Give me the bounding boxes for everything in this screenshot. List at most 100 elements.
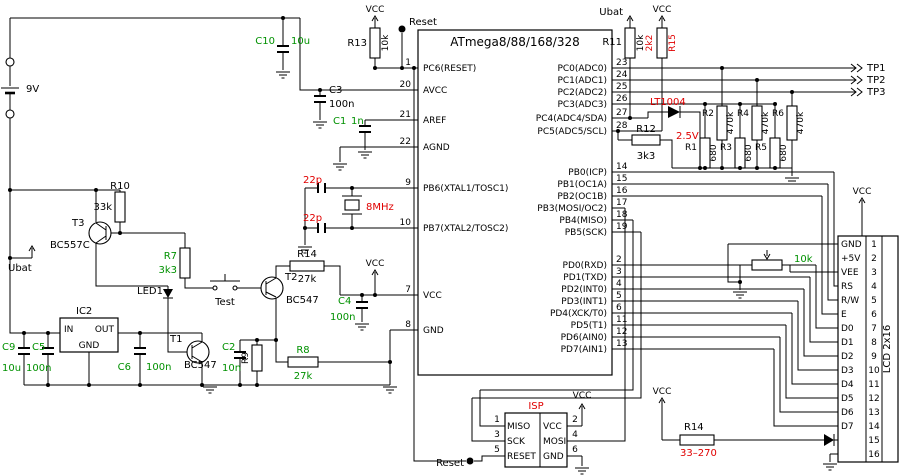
tp1-label: TP1	[866, 63, 886, 74]
vref-label: 2.5V	[676, 131, 699, 142]
mcu-pin-number: 7	[405, 285, 411, 295]
supply-arrowheads	[28, 15, 866, 410]
junction-dot	[22, 331, 26, 335]
ground-symbol	[823, 463, 837, 471]
r13-value: 10k	[381, 34, 391, 51]
wiring-left	[9, 17, 505, 462]
lcd-pin-number: 2	[871, 254, 877, 264]
led1-diode	[163, 289, 173, 298]
transistor-t1-leads	[191, 341, 203, 363]
lcd-pin-number: 11	[868, 380, 879, 390]
isp-pin-label: GND	[543, 452, 564, 462]
test-button-contact	[212, 285, 218, 291]
r7-value: 3k3	[158, 265, 177, 276]
ubat-label: Ubat	[599, 7, 623, 18]
lcd-pin-label: D3	[841, 366, 854, 376]
isp-pin-number: 2	[572, 415, 578, 425]
junction-dot	[200, 383, 204, 387]
c1-value: 1n	[351, 116, 364, 127]
junction-dot	[87, 383, 91, 387]
transistor-t2-leads	[265, 277, 277, 298]
tp2-label: TP2	[866, 75, 886, 86]
lcd-pin-number: 6	[871, 310, 877, 320]
c6-ref: C6	[118, 362, 131, 373]
r8-value: 27k	[294, 371, 313, 382]
isp-pin-number: 5	[494, 445, 500, 455]
junction-dot	[303, 226, 307, 230]
isp-connector-body	[504, 412, 568, 468]
mcu-pin-number: 17	[616, 198, 627, 208]
resistor-r10	[114, 191, 126, 223]
resistor-r12	[631, 134, 661, 146]
ground-symbol	[355, 323, 369, 331]
junction-dot	[738, 166, 742, 170]
c2-value: 10n	[222, 363, 241, 374]
mcu-pin-label: PB3(MOSI/OC2)	[537, 204, 607, 214]
r12-value: 3k3	[637, 151, 656, 162]
junction-dot	[616, 129, 620, 133]
junction-dot	[738, 102, 742, 106]
t2-ref: T2	[284, 272, 297, 283]
r4-value: 470k	[761, 111, 771, 134]
lcd-pin-label: VEE	[841, 268, 859, 278]
r14b-ref: R14	[684, 422, 704, 433]
r4-ref: R4	[737, 109, 749, 119]
r10-ref: R10	[110, 181, 130, 192]
junction-dot	[138, 383, 142, 387]
r11-value: 10k	[636, 34, 646, 51]
c10-ref: C10	[255, 36, 275, 47]
mcu-pin-number: 3	[616, 267, 622, 277]
lcd-pin-label: D1	[841, 338, 854, 348]
lcd-pin-number: 4	[871, 282, 877, 292]
lcd-pin-label: D7	[841, 422, 854, 432]
mcu-pin-label: PD3(INT1)	[561, 297, 607, 307]
isp-title: ISP	[528, 401, 543, 412]
junction-dot	[350, 226, 354, 230]
mcu-pin-label: GND	[423, 326, 444, 336]
mcu-pin-label: PC3(ADC3)	[557, 100, 607, 110]
mcu-pin-number: 25	[616, 82, 627, 92]
mcu-pin-label: VCC	[423, 291, 442, 301]
ground-symbol	[733, 291, 747, 299]
backlight-led	[824, 434, 834, 446]
lcd-pin-number: 9	[871, 352, 877, 362]
r6-value: 470k	[796, 111, 806, 134]
mcu-pin-number: 23	[616, 58, 627, 68]
junction-dot	[400, 66, 404, 70]
lcd-pin-number: 8	[871, 338, 877, 348]
ground-symbol	[203, 386, 217, 394]
reset-terminal-top	[398, 25, 406, 33]
t3-ref: T3	[71, 218, 84, 229]
xtal-c1-value: 22p	[303, 175, 322, 186]
junction-dot	[350, 186, 354, 190]
lcd-pin-label: GND	[841, 240, 862, 250]
resistor-r14a	[289, 260, 325, 272]
r12-ref: R12	[636, 124, 656, 135]
c1-ref: C1	[333, 116, 346, 127]
lt1004-diode	[668, 106, 680, 118]
mcu-pin-label: PC2(ADC2)	[557, 88, 607, 98]
r8-ref: R8	[296, 345, 309, 356]
r2-value: 470k	[726, 111, 736, 134]
junction-dot	[738, 280, 742, 284]
ground-symbol	[333, 163, 347, 171]
lcd-pin-label: D6	[841, 408, 854, 418]
mcu-pin-number: 26	[616, 94, 628, 104]
lcd-pin-number: 14	[868, 422, 880, 432]
mcu-pin-number: 6	[616, 303, 622, 313]
mcu-pin-label: PD2(INT0)	[561, 285, 607, 295]
t1-type: BC547	[184, 360, 217, 371]
mcu-pin-number: 20	[400, 80, 412, 90]
c3-ref: C3	[329, 85, 342, 96]
mcu-pin-label: PD4(XCK/T0)	[550, 309, 607, 319]
lcd-name: LCD 2x16	[882, 325, 893, 373]
mcu-body	[417, 29, 613, 376]
mcu-pin-label: PD1(TXD)	[563, 273, 607, 283]
mcu-pin-number: 1	[405, 58, 411, 68]
c4-ref: C4	[338, 296, 351, 307]
junction-dot	[118, 231, 122, 235]
r5-value: 680	[779, 144, 789, 161]
resistor-r15	[656, 27, 668, 59]
lcd-pin-label: D2	[841, 352, 854, 362]
